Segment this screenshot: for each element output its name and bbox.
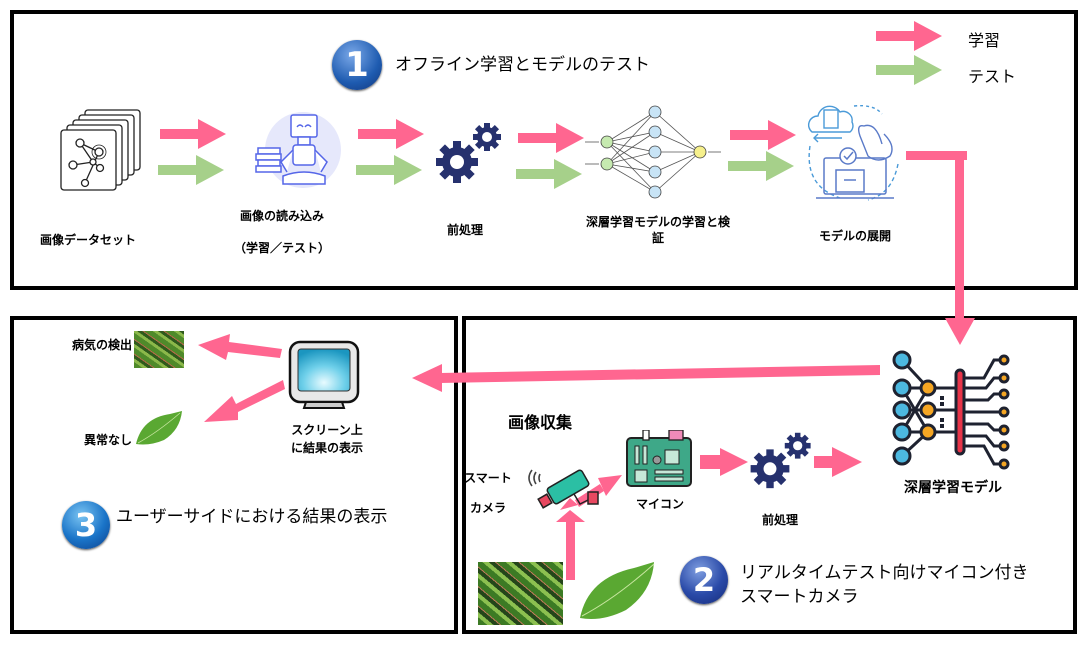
robot-reading-icon [255, 112, 341, 188]
section3-badge-number: 3 [74, 506, 98, 544]
diseased-plant-image [134, 331, 184, 368]
step-label-image-loading: 画像の読み込み [239, 209, 324, 223]
section3-user-side-box [10, 316, 458, 634]
step-label-dataset: 画像データセット [39, 233, 136, 247]
section1-offline-box [10, 10, 1078, 290]
deploy-connector [906, 151, 975, 345]
microcontroller-label: マイコン [635, 497, 684, 511]
test-arrow [158, 155, 224, 185]
section1-badge-number: 1 [345, 45, 369, 85]
screen-label-line2: に結果の表示 [290, 441, 363, 455]
step-sublabel-train-test: （学習／テスト） [233, 241, 330, 255]
image-dataset-icon [60, 109, 141, 191]
disease-detected-label: 病気の検出 [71, 338, 132, 352]
train-arrow [518, 123, 584, 153]
step-label-dl-training-cont: 証 [651, 231, 664, 245]
output-arrows [198, 334, 285, 422]
microcontroller-icon [626, 430, 692, 487]
section2-badge-number: 2 [692, 561, 716, 599]
section3-badge: 3 [62, 501, 110, 549]
screen-label-line1: スクリーン上 [291, 423, 363, 437]
legend-train-arrow [876, 21, 942, 51]
plant-leaves-image [478, 562, 563, 625]
section3-title: ユーザーサイドにおける結果の表示 [116, 507, 388, 527]
train-arrow [730, 120, 796, 150]
preprocess-label-realtime: 前処理 [761, 513, 798, 527]
test-arrow [356, 155, 422, 185]
test-arrow [728, 151, 794, 181]
legend-test-label: テスト [968, 67, 1017, 86]
legend-train-label: 学習 [968, 31, 1001, 50]
gears-icon-realtime [750, 432, 811, 489]
train-arrow [358, 119, 424, 149]
train-arrow [160, 119, 226, 149]
neural-network-icon [585, 105, 721, 199]
section2-title-line1: リアルタイムテスト向けマイコン付き [740, 563, 1029, 583]
image-collection-label: 画像収集 [508, 413, 573, 432]
step-label-preprocess: 前処理 [446, 223, 483, 237]
deep-learning-model-icon [892, 350, 1010, 470]
section2-title-line2: スマートカメラ [740, 587, 859, 607]
smart-camera-label-1: スマート [464, 471, 512, 485]
result-arrow [412, 364, 880, 392]
dl-model-label: 深層学習モデル [904, 480, 1002, 496]
section2-arrows [556, 447, 862, 580]
leaf-sample-icon [580, 562, 655, 619]
healthy-leaf-icon [136, 411, 182, 445]
step-label-deploy: モデルの展開 [818, 229, 891, 243]
no-anomaly-label: 異常なし [83, 433, 132, 447]
section2-badge: 2 [680, 556, 728, 604]
legend-test-arrow [876, 55, 942, 85]
section1-title: オフライン学習とモデルのテスト [395, 55, 650, 75]
cloud-deploy-icon [808, 104, 899, 201]
monitor-icon [288, 340, 360, 409]
section1-badge: 1 [332, 40, 382, 90]
smart-camera-label-2: カメラ [469, 501, 506, 515]
test-arrow [516, 159, 582, 189]
step-label-dl-training: 深層学習モデルの学習と検 [585, 215, 730, 229]
smart-camera-icon [528, 469, 599, 509]
gears-icon [436, 123, 501, 183]
